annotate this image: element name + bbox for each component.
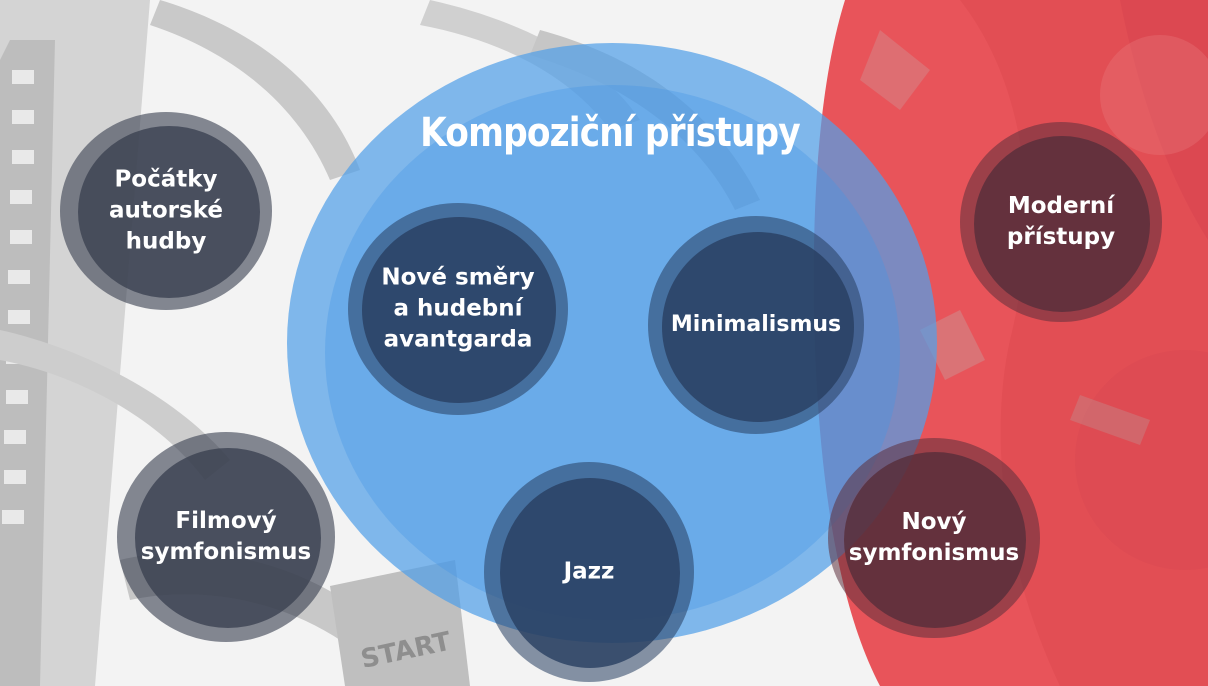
diagram-title: Kompoziční přístupy xyxy=(420,110,801,156)
node-filmovy-symfonismus[interactable]: Filmový symfonismus xyxy=(117,432,335,642)
node-moderni-pristupy[interactable]: Moderní přístupy xyxy=(960,122,1162,322)
node-core xyxy=(78,126,260,298)
node-jazz[interactable]: Jazz xyxy=(484,462,694,682)
node-label: Moderní přístupy xyxy=(1006,192,1116,250)
node-core xyxy=(844,452,1026,628)
node-core xyxy=(662,232,854,422)
node-label: Filmový symfonismus xyxy=(140,507,312,565)
node-nove-smery[interactable]: Nové směry a hudební avantgarda xyxy=(348,203,568,415)
node-label: Nové směry a hudební avantgarda xyxy=(381,264,535,353)
node-label: Minimalismus xyxy=(670,312,842,338)
node-novy-symfonismus[interactable]: Nový symfonismus xyxy=(828,438,1040,638)
node-core xyxy=(135,448,321,628)
node-pocatky-autorske-hudby[interactable]: Počátky autorské hudby xyxy=(60,112,272,310)
node-minimalismus[interactable]: Minimalismus xyxy=(648,216,864,434)
node-label: Počátky autorské hudby xyxy=(108,166,223,255)
node-core xyxy=(362,217,556,403)
node-label: Jazz xyxy=(563,558,615,585)
node-core xyxy=(500,478,680,668)
node-label: Nový symfonismus xyxy=(848,508,1020,566)
node-core xyxy=(974,136,1150,312)
